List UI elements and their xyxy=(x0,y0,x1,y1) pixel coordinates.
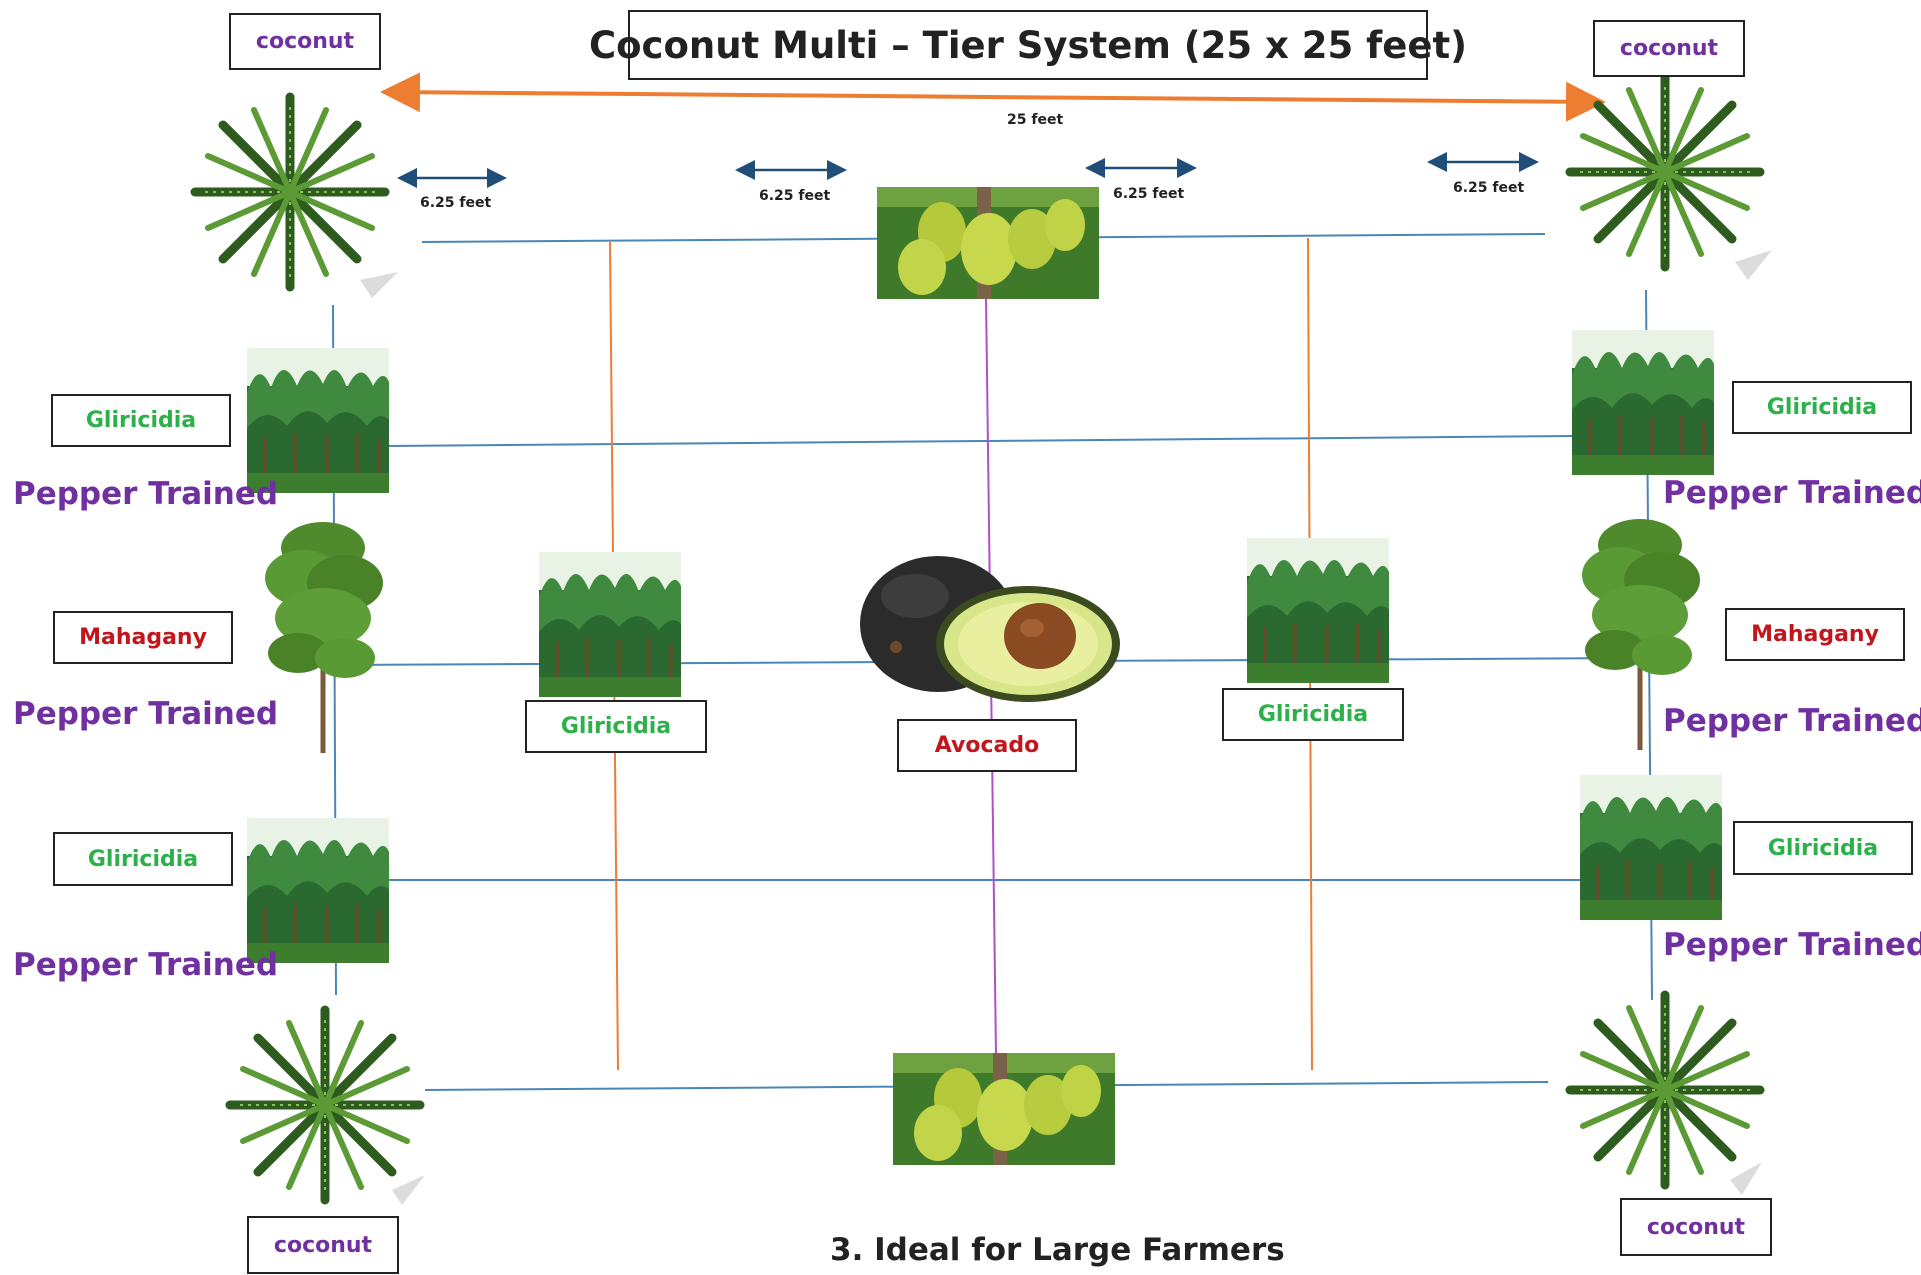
spacing-label-2: 6.25 feet xyxy=(759,188,831,204)
dimension-arrows xyxy=(380,72,1606,188)
pepper-trained-label-l2: Pepper Trained xyxy=(13,696,279,732)
spacing-label-3: 6.25 feet xyxy=(1113,186,1185,202)
gliricidia-trees-icon-l1 xyxy=(245,346,391,495)
coconut-label-tl: coconut xyxy=(229,13,381,70)
coconut-label-br: coconut xyxy=(1620,1198,1772,1256)
jackfruit-icon-top xyxy=(877,187,1099,299)
spacing-label-4: 6.25 feet xyxy=(1453,180,1525,196)
shadow-br xyxy=(1730,1162,1762,1195)
shadow-tl xyxy=(360,272,398,298)
line-row-2 xyxy=(387,435,1576,447)
shadow-tr xyxy=(1735,250,1772,280)
coconut-palm-icon-bl xyxy=(230,1010,420,1200)
gliricidia-trees-icon-c1 xyxy=(537,550,683,699)
gliricidia-label-r2: Gliricidia xyxy=(1733,821,1913,875)
diagram-title: Coconut Multi – Tier System (25 x 25 fee… xyxy=(589,10,1467,80)
gliricidia-trees-icon-r2 xyxy=(1578,773,1724,922)
gliricidia-trees-icon-l2 xyxy=(245,816,391,965)
avocado-label: Avocado xyxy=(897,719,1077,772)
gliricidia-label-c2: Gliricidia xyxy=(1222,688,1404,741)
shadow-bl xyxy=(392,1175,425,1205)
coconut-palm-icon-br xyxy=(1570,995,1760,1185)
coconut-palm-icon-tl xyxy=(195,97,385,287)
coconut-palm-icon-tr xyxy=(1570,77,1760,267)
jackfruit-icon-bottom xyxy=(893,1053,1115,1165)
footer-caption: 3. Ideal for Large Farmers xyxy=(830,1232,1285,1268)
avocado-icon xyxy=(860,556,1120,702)
total-width-arrow xyxy=(380,72,1606,122)
gliricidia-label-l2: Gliricidia xyxy=(53,832,233,886)
gliricidia-trees-icon-c2 xyxy=(1245,536,1391,685)
coconut-label-tr: coconut xyxy=(1593,20,1745,77)
pepper-trained-label-r2: Pepper Trained xyxy=(1663,703,1921,739)
coconut-label-bl: coconut xyxy=(247,1216,399,1274)
gliricidia-label-r1: Gliricidia xyxy=(1732,381,1912,434)
pepper-trained-label-l1: Pepper Trained xyxy=(13,476,279,512)
mahogany-label-r: Mahagany xyxy=(1725,608,1905,661)
pepper-trained-label-l3: Pepper Trained xyxy=(13,947,279,983)
gliricidia-trees-icon-r1 xyxy=(1570,328,1716,477)
mahogany-label-l: Mahagany xyxy=(53,611,233,664)
spacing-label-1: 6.25 feet xyxy=(420,195,492,211)
mahogany-tree-icon-l xyxy=(265,522,383,753)
gliricidia-label-c1: Gliricidia xyxy=(525,700,707,753)
total-width-label: 25 feet xyxy=(1007,112,1064,128)
pepper-trained-label-r3: Pepper Trained xyxy=(1663,927,1921,963)
pepper-trained-label-r1: Pepper Trained xyxy=(1663,475,1921,511)
gliricidia-label-l1: Gliricidia xyxy=(51,394,231,447)
